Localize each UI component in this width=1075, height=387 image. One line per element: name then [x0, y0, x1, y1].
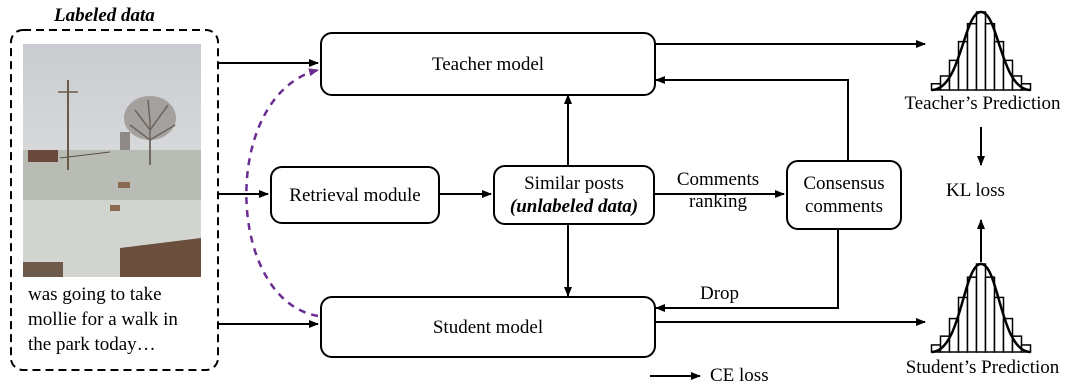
histogram-bar [957, 40, 969, 91]
kl-loss-label: KL loss [946, 180, 1005, 201]
retrieval-module-box: Retrieval module [270, 166, 440, 224]
distribution-curve [931, 10, 1031, 92]
histogram-bar [966, 22, 978, 91]
histogram-bar [966, 276, 978, 353]
student-model-box: Student model [320, 296, 656, 358]
teacher-model-box: Teacher model [320, 32, 656, 96]
consensus-label: Consensus [803, 173, 885, 194]
ce-loss-label: CE loss [710, 365, 769, 386]
teacher-model-label: Teacher model [431, 53, 545, 75]
histogram-bar [975, 263, 987, 353]
student-model-label: Student model [432, 316, 544, 338]
labeled-data-title: Labeled data [54, 5, 155, 26]
comments-label: comments [804, 196, 884, 217]
student-prediction-label: Student’s Prediction [905, 357, 1060, 378]
consensus-comments-box: Consensus comments [786, 160, 902, 230]
comments-ranking-label: Comments ranking [664, 169, 772, 213]
unlabeled-data-text: (unlabeled data) [509, 196, 639, 217]
similar-posts-box: Similar posts (unlabeled data) [493, 165, 655, 225]
unlabeled-data-label: (unlabeled data) [510, 195, 638, 218]
comments-ranking-line: ranking [688, 191, 748, 212]
histogram-bar [957, 296, 969, 353]
similar-posts-label: Similar posts [524, 173, 624, 194]
distribution-curve [931, 262, 1031, 354]
snowy-field-photo [23, 44, 201, 277]
caption-line: the park today… [28, 334, 156, 355]
retrieval-module-label: Retrieval module [289, 184, 421, 206]
histogram-bar [993, 40, 1005, 91]
histogram-bar [984, 276, 996, 353]
histogram-bar [975, 11, 987, 91]
student-prediction-histogram [930, 262, 1032, 354]
photo-caption: was going to take mollie for a walk in t… [28, 282, 218, 357]
caption-line: mollie for a walk in [28, 309, 178, 330]
labeled-data-frame [10, 29, 219, 371]
histogram-bar [984, 22, 996, 91]
teacher-prediction-label: Teacher’s Prediction [904, 93, 1061, 114]
drop-label: Drop [700, 283, 740, 304]
comments-ranking-line: Comments [676, 169, 760, 190]
teacher-prediction-histogram [930, 10, 1032, 92]
caption-line: was going to take [28, 284, 162, 305]
histogram-bar [993, 296, 1005, 353]
